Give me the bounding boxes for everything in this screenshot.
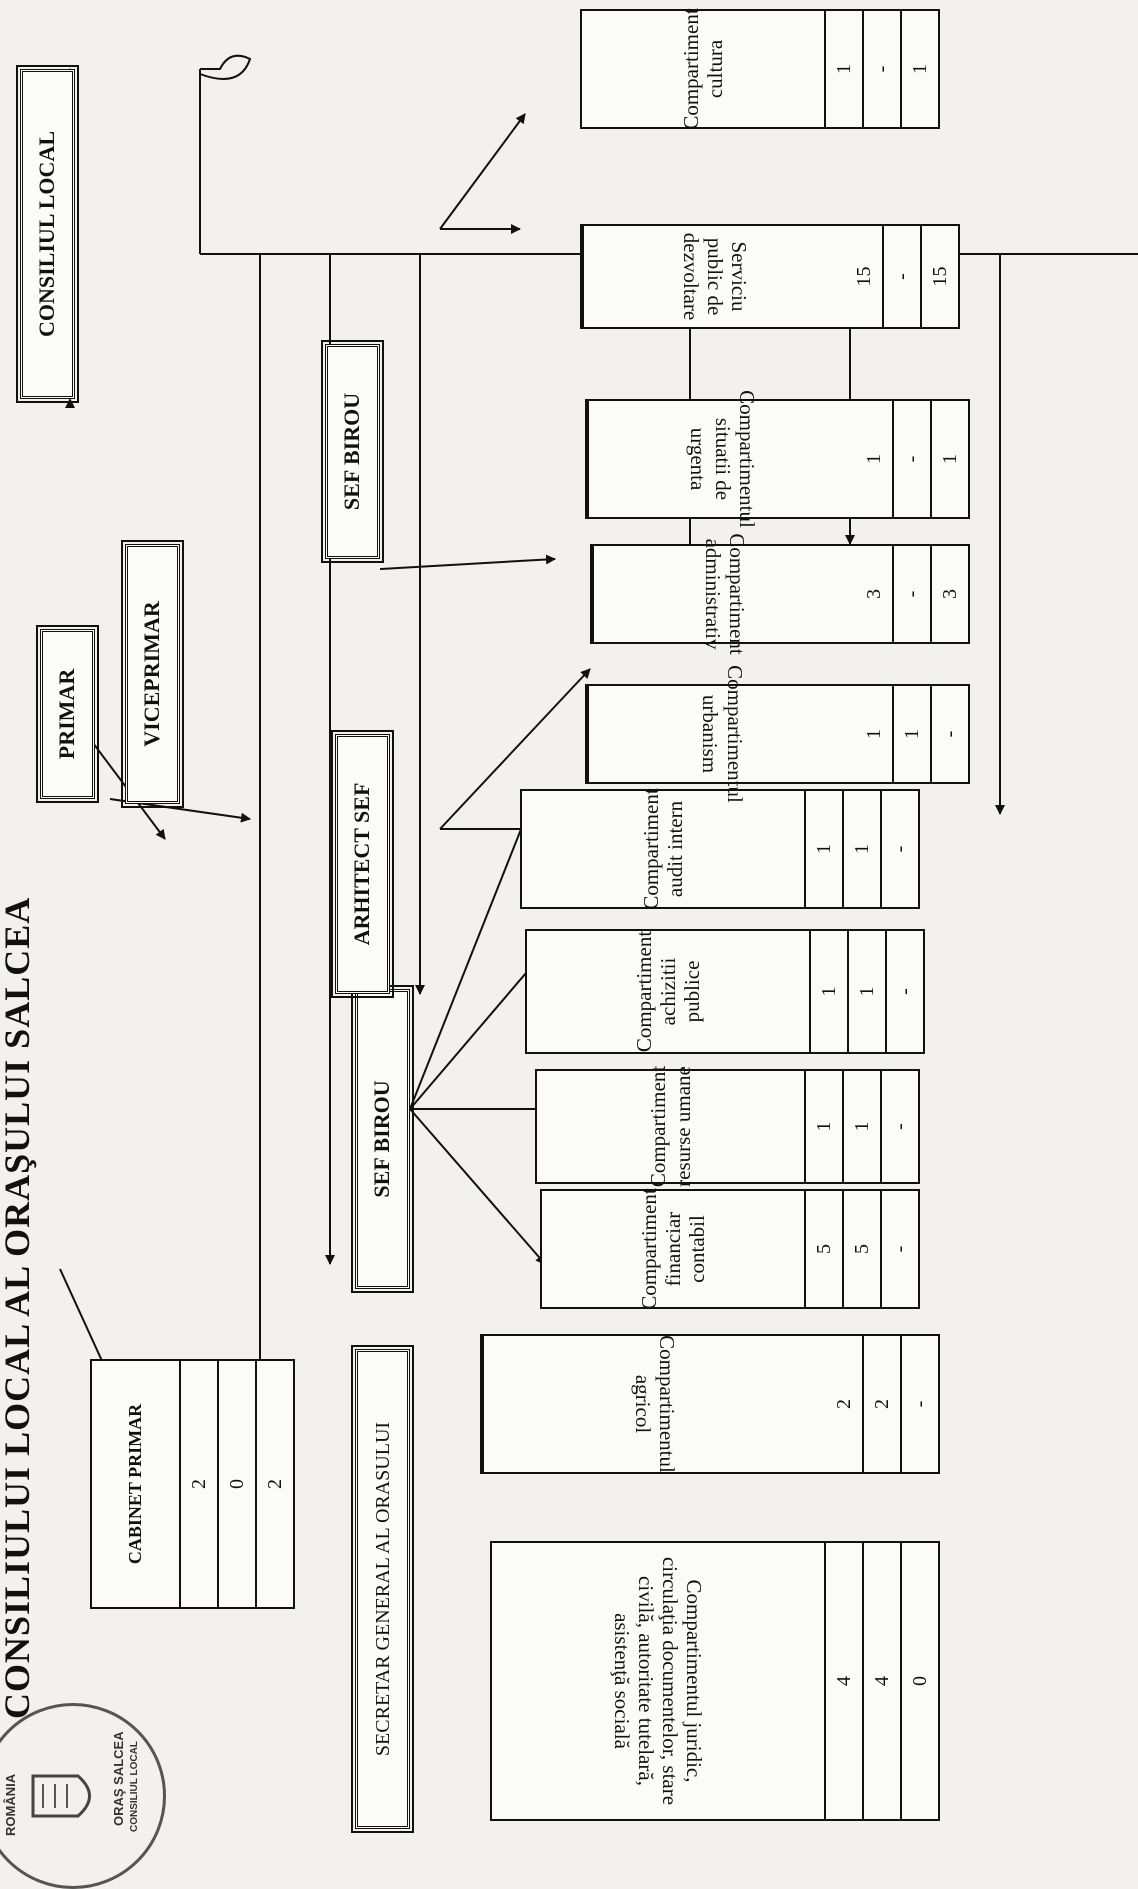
sef-birou-1-box: SEF BIROU xyxy=(354,967,411,1311)
compartiment-audit-box: Compartiment audit intern 1 1 - xyxy=(520,788,920,910)
achizitii-value-3: - xyxy=(893,988,916,995)
cultura-value-1: 1 xyxy=(826,11,864,127)
administrativ-value-1: 3 xyxy=(856,546,894,642)
cabinet-primar-box: CABINET PRIMAR 2 0 2 xyxy=(90,1359,295,1609)
financiar-value-3: - xyxy=(888,1245,911,1253)
cultura-value-3: 1 xyxy=(908,64,931,74)
org-chart: CONSILIULUI LOCAL AL ORAŞULUI SALCEA ROM… xyxy=(0,8,1138,1889)
compartiment-financiar-name: Compartiment financiar contabil xyxy=(542,1188,806,1310)
primar-box: PRIMAR xyxy=(38,616,97,812)
agricol-value-2: 2 xyxy=(864,1336,902,1472)
coat-of-arms-icon xyxy=(31,1774,91,1818)
resurse-value-1: 1 xyxy=(806,1071,844,1182)
arhitect-sef-box: ARHITECT SEF xyxy=(334,715,391,1013)
compartiment-juridic-box: Compartimentul juridic, circulaţia docum… xyxy=(490,1541,940,1821)
compartiment-urgenta-box: Compartimentul situatii de urgenta 1 - 1 xyxy=(585,390,970,528)
compartiment-agricol-box: Compartimentul agricol 2 2 - xyxy=(480,1334,940,1474)
compartiment-cultura-name: Compartiment cultura xyxy=(582,8,826,130)
compartiment-achizitii-name: Compartiment achizitii publice xyxy=(527,931,811,1052)
compartiment-urbanism-name: Compartimentul urbanism xyxy=(587,665,856,803)
financiar-value-2: 5 xyxy=(844,1191,882,1307)
compartiment-resurse-umane-box: Compartiment resurse umane 1 1 - xyxy=(535,1066,920,1187)
resurse-value-3: - xyxy=(888,1123,911,1130)
compartiment-agricol-name: Compartimentul agricol xyxy=(482,1335,826,1473)
dezvoltare-value-2: - xyxy=(884,226,922,327)
compartiment-achizitii-box: Compartiment achizitii publice 1 1 - xyxy=(525,929,925,1054)
cabinet-value-2: 0 xyxy=(219,1361,257,1607)
resurse-value-2: 1 xyxy=(844,1071,882,1182)
juridic-value-3: 0 xyxy=(908,1676,931,1686)
compartiment-urbanism-box: Compartimentul urbanism 1 1 - xyxy=(585,665,970,803)
audit-value-2: 1 xyxy=(844,791,882,907)
agricol-value-3: - xyxy=(908,1400,931,1408)
dezvoltare-value-1: 15 xyxy=(846,226,884,327)
audit-value-1: 1 xyxy=(806,791,844,907)
serviciu-dezvoltare-box: Serviciu public de dezvoltare 15 - 15 xyxy=(580,224,960,329)
cabinet-value-1: 2 xyxy=(181,1361,219,1607)
sef-birou-2-box: SEF BIROU xyxy=(323,328,382,575)
compartiment-administrativ-box: Compartiment administrativ 3 - 3 xyxy=(590,533,970,655)
compartiment-juridic-name: Compartimentul juridic, circulaţia docum… xyxy=(492,1543,826,1819)
urbanism-value-1: 1 xyxy=(856,686,894,782)
consiliul-local-box: CONSILIUL LOCAL xyxy=(19,45,76,423)
financiar-value-1: 5 xyxy=(806,1191,844,1307)
urgenta-value-3: 1 xyxy=(938,454,961,464)
administrativ-value-2: - xyxy=(894,546,932,642)
compartiment-administrativ-name: Compartiment administrativ xyxy=(592,533,856,655)
secretar-general-box: SECRETAR GENERAL AL ORASULUI xyxy=(354,1314,411,1864)
compartiment-urgenta-name: Compartimentul situatii de urgenta xyxy=(587,390,856,528)
agricol-value-1: 2 xyxy=(826,1336,864,1472)
official-seal: ROMÂNIA ORAŞ SALCEA CONSILIUL LOCAL xyxy=(0,1703,166,1889)
cabinet-primar-name: CABINET PRIMAR xyxy=(92,1361,181,1607)
compartiment-resurse-name: Compartiment resurse umane xyxy=(537,1066,806,1187)
compartiment-cultura-box: Compartiment cultura 1 - 1 xyxy=(580,8,940,130)
urbanism-value-3: - xyxy=(938,730,961,738)
juridic-value-2: 4 xyxy=(864,1543,902,1819)
cabinet-value-3: 2 xyxy=(263,1479,286,1489)
compartiment-financiar-box: Compartiment financiar contabil 5 5 - xyxy=(540,1188,920,1310)
cultura-value-2: - xyxy=(864,11,902,127)
urgenta-value-1: 1 xyxy=(856,401,894,517)
achizitii-value-2: 1 xyxy=(849,931,887,1052)
dezvoltare-value-3: 15 xyxy=(928,266,951,287)
compartiment-audit-name: Compartiment audit intern xyxy=(522,788,806,910)
audit-value-3: - xyxy=(888,845,911,853)
urgenta-value-2: - xyxy=(894,401,932,517)
achizitii-value-1: 1 xyxy=(811,931,849,1052)
viceprimar-box: VICEPRIMAR xyxy=(124,525,181,823)
administrativ-value-3: 3 xyxy=(938,589,961,599)
juridic-value-1: 4 xyxy=(826,1543,864,1819)
urbanism-value-2: 1 xyxy=(894,686,932,782)
serviciu-dezvoltare-name: Serviciu public de dezvoltare xyxy=(582,226,846,327)
